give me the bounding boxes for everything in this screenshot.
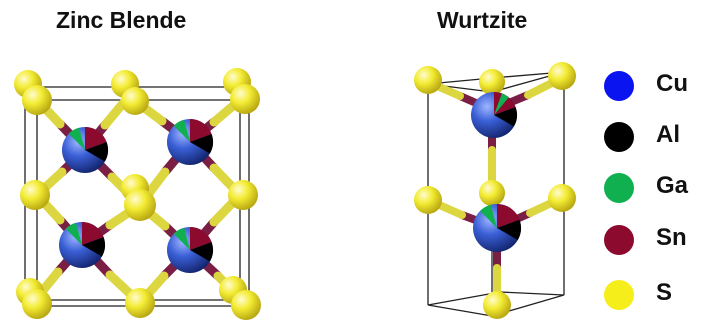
sulfur-atom [231,290,261,320]
sulfur-atom [414,66,442,94]
cation-atom [62,127,108,173]
sulfur-atom [20,180,50,210]
wurtzite-sulfur [414,62,576,319]
legend-label-cu: Cu [656,70,688,97]
legend-label-sn: Sn [656,224,687,251]
sn-color-dot [604,225,634,255]
zinc-blende-cations [59,119,213,273]
sulfur-atom [228,180,258,210]
sulfur-atom [230,84,260,114]
legend-item-ga: Ga [604,168,704,208]
wurtzite-title: Wurtzite [437,7,528,33]
cation-atom [473,204,521,252]
ga-color-dot [604,173,634,203]
legend-label-s: S [656,279,673,306]
sulfur-atom [121,87,149,115]
sulfur-atom [125,288,155,318]
sulfur-atom [22,289,52,319]
sulfur-atom [548,184,576,212]
legend-item-al: Al [604,117,704,157]
zinc-blende-sulfur-front [16,84,261,320]
sulfur-atom [483,291,511,319]
legend-item-cu: Cu [604,66,704,106]
cation-atom [167,119,213,165]
cation-atom [471,92,517,138]
al-color-dot [604,122,634,152]
legend-item-sn: Sn [604,220,704,260]
legend-label-ga: Ga [656,172,689,199]
legend-label-al: Al [656,121,680,148]
sulfur-atom [548,62,576,90]
sulfur-atom [22,85,52,115]
zinc-blende-title: Zinc Blende [56,7,187,33]
zinc-blende-structure [14,68,261,320]
wurtzite-cations [471,92,521,252]
cation-atom [167,227,213,273]
legend-item-s: S [604,275,704,315]
sulfur-atom [124,189,156,221]
s-color-dot [604,280,634,310]
sulfur-atom [479,69,505,95]
cation-atom [59,222,105,268]
sulfur-atom [414,186,442,214]
sulfur-atom [479,180,505,206]
wurtzite-structure [414,62,576,319]
cu-color-dot [604,71,634,101]
